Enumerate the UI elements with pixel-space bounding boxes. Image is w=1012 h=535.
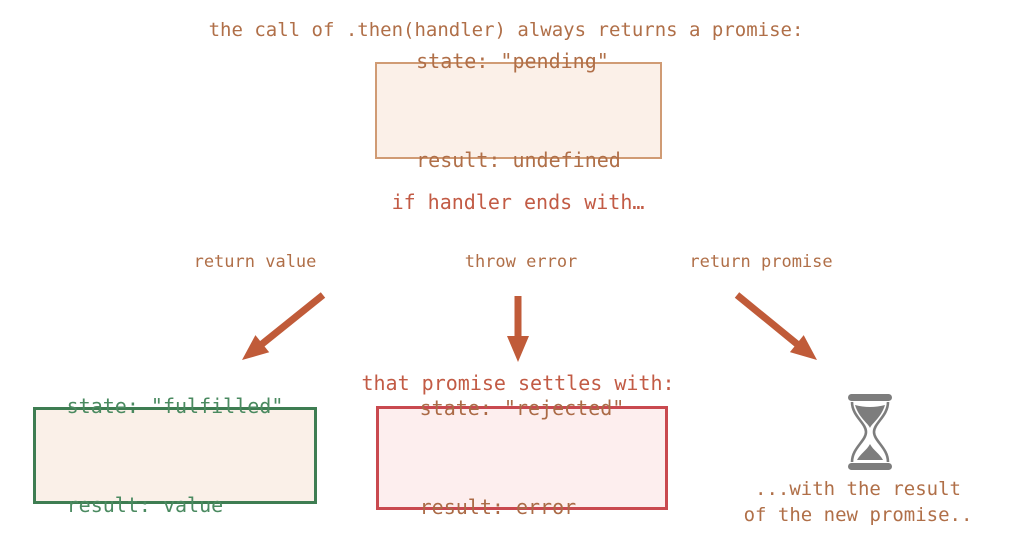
- settles-label: that promise settles with:: [361, 371, 675, 395]
- new-promise-note: ...with the result of the new promise..: [744, 476, 973, 528]
- rejected-result-line: result: error: [419, 495, 577, 519]
- pending-state-line: state: "pending": [416, 48, 609, 73]
- rejected-state-line: state: "rejected": [419, 396, 625, 420]
- arrow-return-promise-icon: [734, 292, 817, 360]
- fulfilled-promise-text: state: "fulfilled" result: value: [67, 324, 284, 535]
- branch-label-return-value: return value: [193, 252, 317, 272]
- diagram-title: the call of .then(handler) always return…: [208, 19, 804, 41]
- condition-label: if handler ends with…: [391, 190, 645, 214]
- fulfilled-result-line: result: value: [66, 492, 224, 517]
- new-promise-note-line1: ...with the result: [755, 478, 961, 500]
- fulfilled-promise-box: state: "fulfilled" result: value: [33, 394, 317, 517]
- pending-result-line: result: undefined: [416, 147, 621, 172]
- rejected-promise-box: state: "rejected" result: error: [376, 396, 668, 519]
- new-promise-note-line2: of the new promise..: [743, 504, 973, 526]
- pending-promise-text: state: "pending" result: undefined: [416, 0, 621, 243]
- fulfilled-state-line: state: "fulfilled": [66, 393, 284, 418]
- branch-label-return-promise: return promise: [689, 252, 833, 272]
- pending-promise-box: state: "pending" result: undefined: [375, 49, 662, 172]
- rejected-promise-text: state: "rejected" result: error: [420, 326, 625, 535]
- hourglass-icon: [848, 394, 892, 470]
- branch-label-throw-error: throw error: [464, 252, 578, 272]
